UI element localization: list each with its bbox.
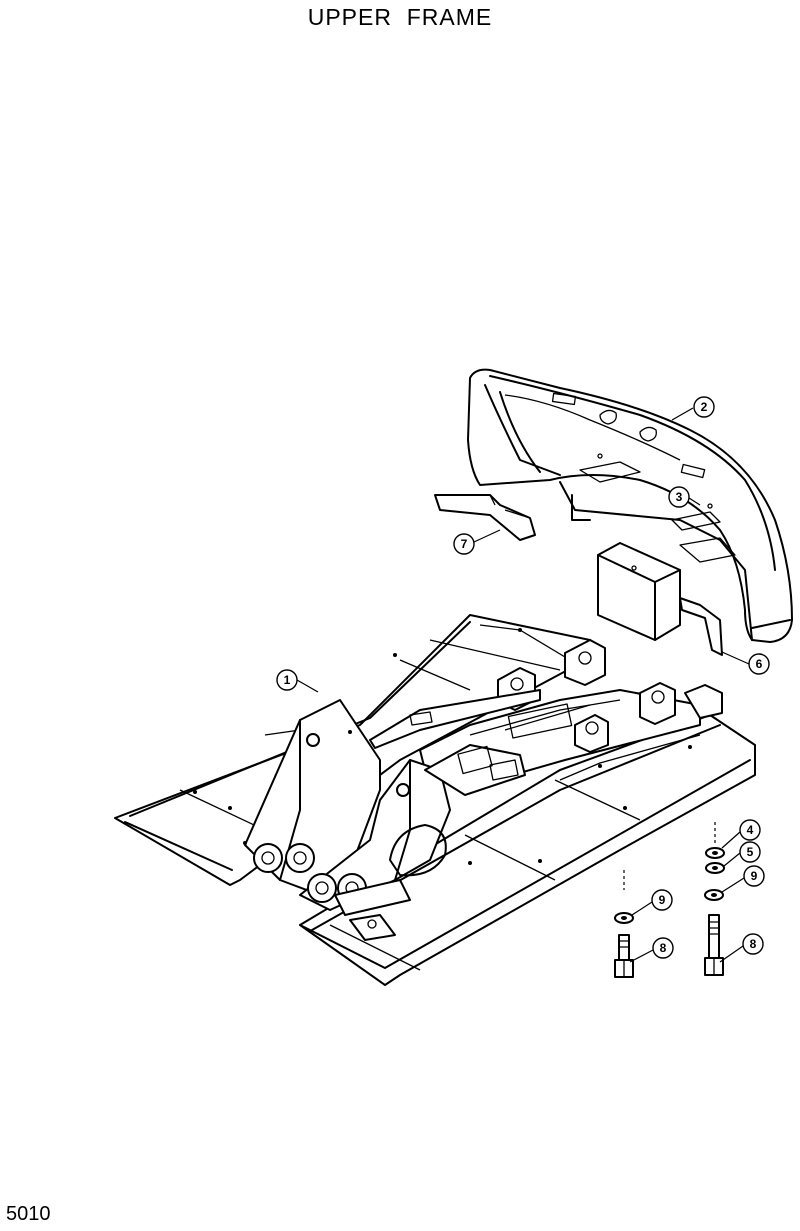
callout-8-right: 8 (719, 933, 764, 963)
counterweight-block (597, 542, 723, 656)
callout-8-left: 8 (629, 937, 674, 963)
counterweight (467, 368, 793, 643)
svg-text:4: 4 (747, 823, 754, 837)
stopper-bracket (434, 494, 536, 541)
svg-text:9: 9 (659, 893, 666, 907)
svg-text:6: 6 (756, 657, 763, 671)
page-number: 5010 (6, 1203, 51, 1225)
callout-6: 6 (721, 651, 770, 675)
callout-9-left: 9 (631, 889, 673, 916)
page-title: UPPER FRAME (307, 4, 493, 30)
svg-text:3: 3 (676, 490, 683, 504)
callout-9-right: 9 (721, 865, 765, 893)
callout-4: 4 (721, 819, 761, 849)
svg-text:9: 9 (751, 869, 758, 883)
svg-text:1: 1 (284, 673, 291, 687)
callout-7: 7 (453, 529, 501, 555)
callout-1: 1 (276, 669, 319, 693)
svg-text:8: 8 (750, 937, 757, 951)
bolt-left (614, 870, 634, 978)
callout-2: 2 (671, 396, 715, 421)
callout-5: 5 (723, 841, 761, 867)
svg-text:7: 7 (461, 537, 468, 551)
washer-stack (704, 822, 725, 901)
svg-text:5: 5 (747, 845, 754, 859)
svg-text:2: 2 (701, 400, 708, 414)
bolt-right (704, 914, 724, 976)
svg-text:8: 8 (660, 941, 667, 955)
callout-3: 3 (668, 486, 701, 508)
upper-frame (114, 614, 756, 986)
